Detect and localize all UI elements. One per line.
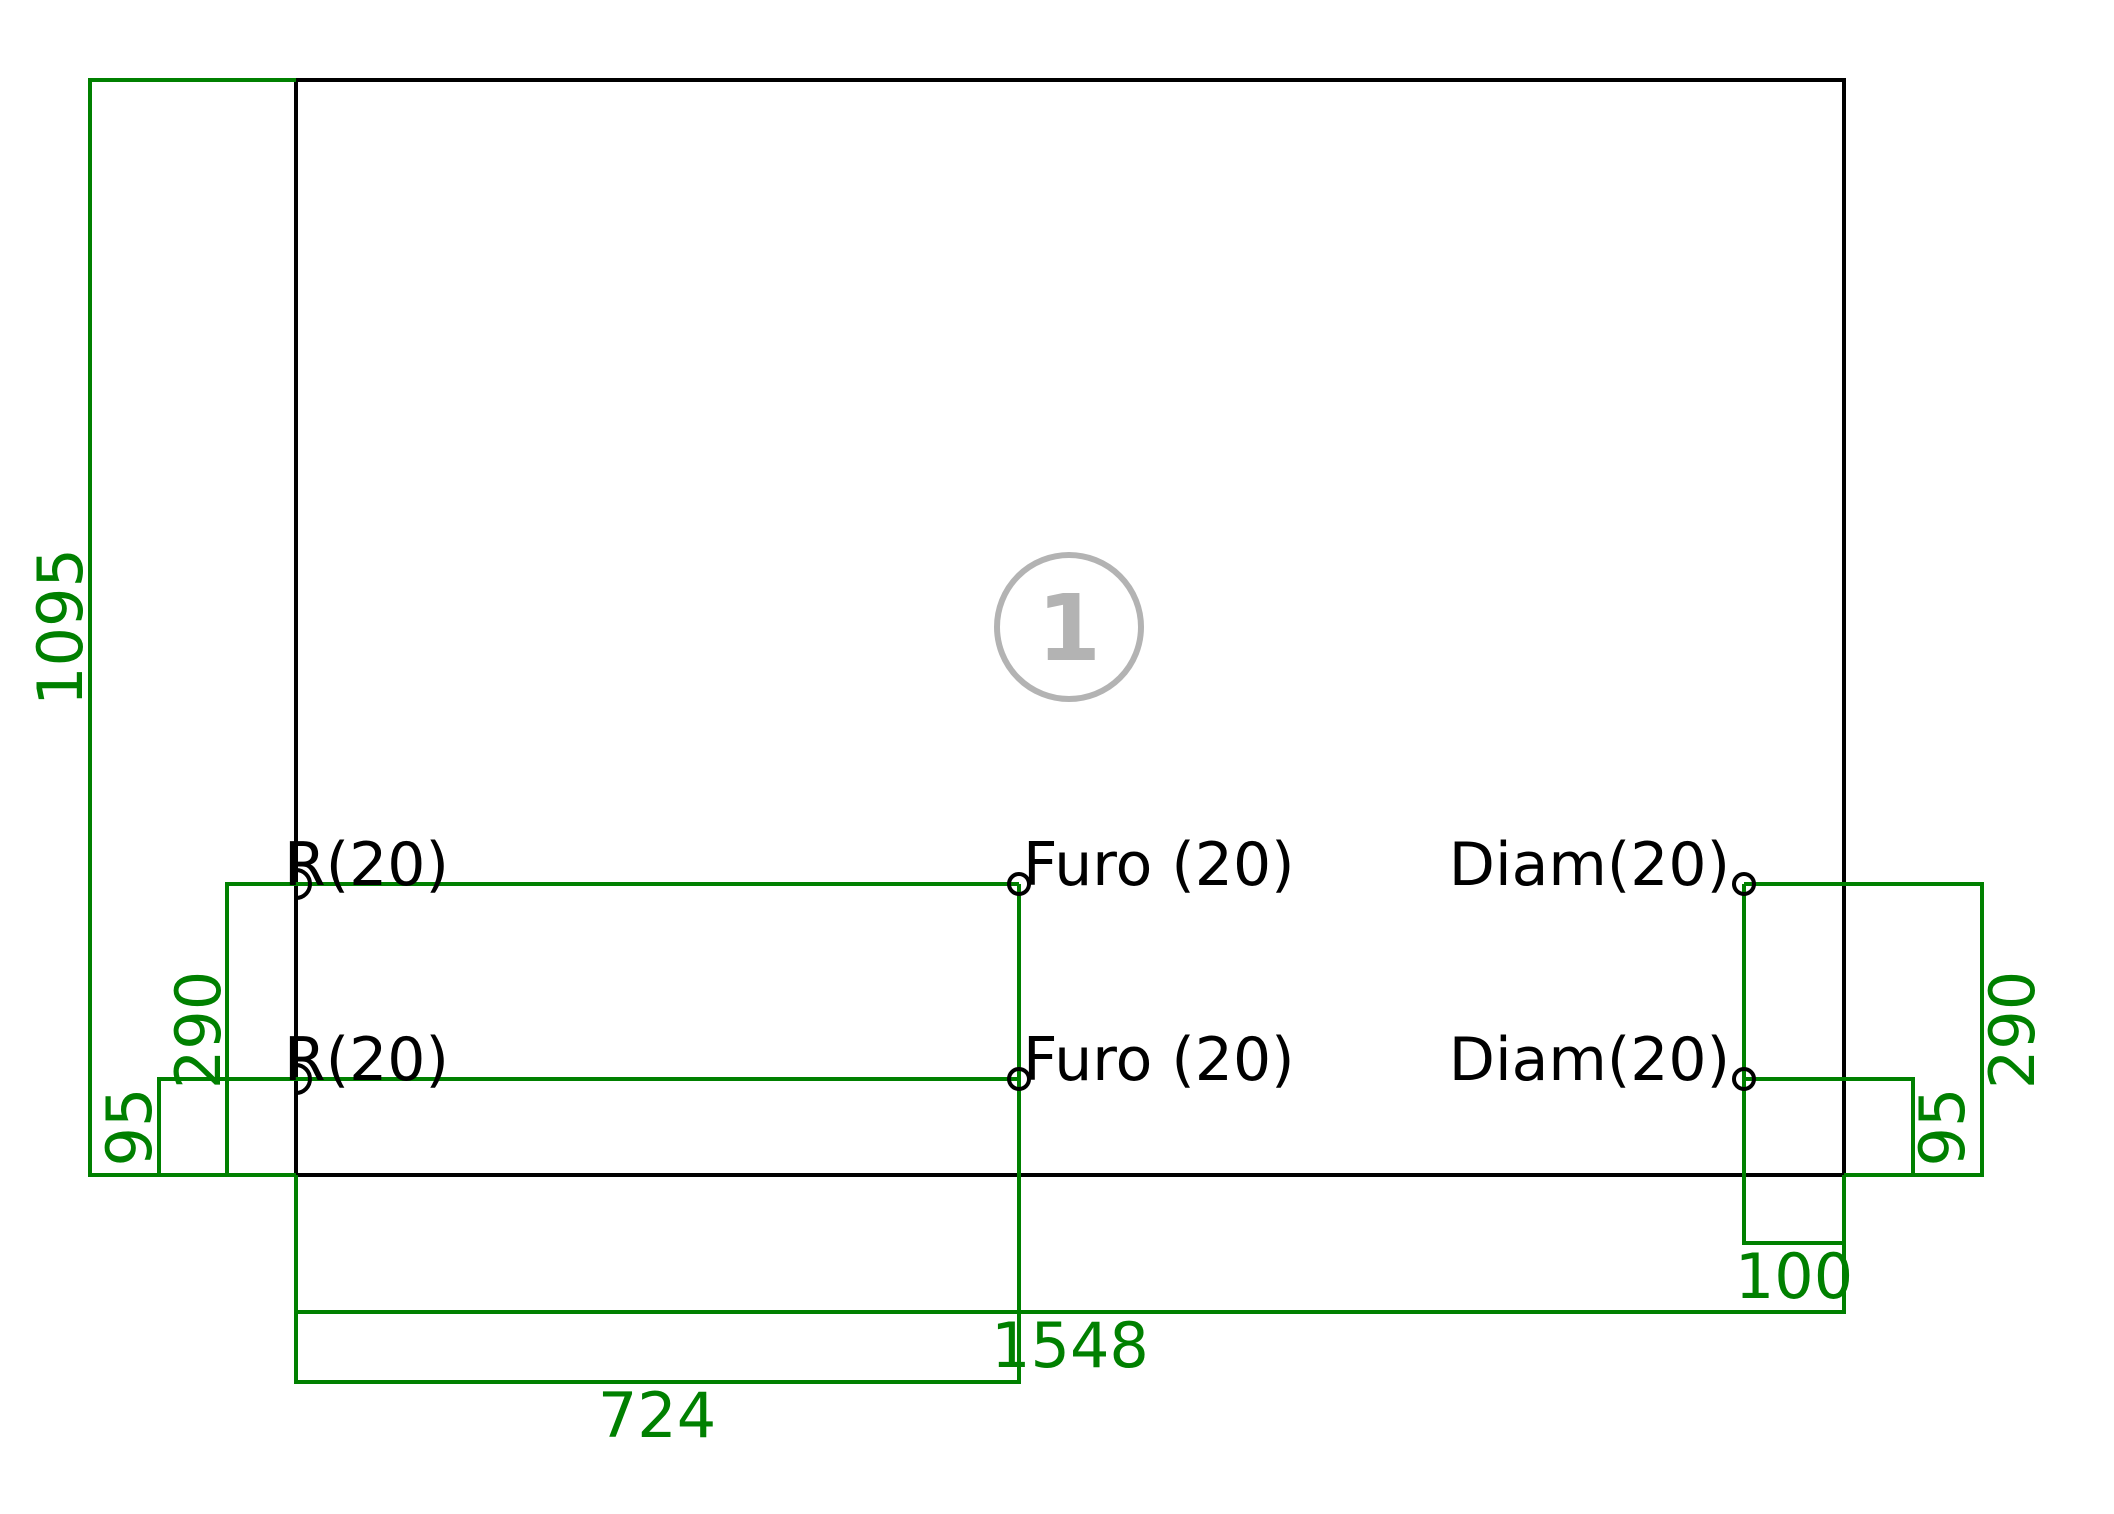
- left-lower-row-dimension: 95: [93, 1077, 1019, 1177]
- radius-label-lower: R(20): [284, 1025, 449, 1095]
- diam-feature-lower: Diam(20): [1449, 1025, 1756, 1095]
- hole-offset-label: 724: [598, 1379, 716, 1452]
- overall-width-label: 1548: [991, 1309, 1149, 1382]
- diam-circle-lower: [1732, 1067, 1756, 1091]
- diam-inset-dimension: 100: [1735, 884, 1853, 1313]
- radius-arc-upper: [295, 868, 312, 900]
- hole-label-lower: Furo (20): [1023, 1025, 1295, 1095]
- hole-label-upper: Furo (20): [1023, 830, 1295, 900]
- right-upper-row-label: 290: [1976, 971, 2049, 1089]
- hole-offset-dimension: 724: [294, 884, 1021, 1452]
- hole-circle-lower: [1007, 1067, 1031, 1091]
- radius-arc-lower: [295, 1063, 312, 1095]
- overall-width-dimension: 1548: [294, 1175, 1846, 1382]
- diam-inset-label: 100: [1735, 1240, 1853, 1313]
- diam-label-upper: Diam(20): [1449, 830, 1730, 900]
- diam-label-lower: Diam(20): [1449, 1025, 1730, 1095]
- hole-circle-upper: [1007, 872, 1031, 896]
- left-lower-row-label: 95: [93, 1088, 166, 1167]
- right-upper-row-dimension: 290: [1744, 882, 2049, 1177]
- part-number: 1: [1037, 575, 1101, 682]
- hole-feature-upper: Furo (20): [1007, 830, 1295, 900]
- diam-feature-upper: Diam(20): [1449, 830, 1756, 900]
- hole-feature-lower: Furo (20): [1007, 1025, 1295, 1095]
- diam-circle-upper: [1732, 872, 1756, 896]
- right-lower-row-label: 95: [1906, 1088, 1979, 1167]
- part-number-marker: 1: [994, 552, 1144, 702]
- left-upper-row-dimension: 290: [162, 882, 1019, 1177]
- part-outline: [294, 78, 1846, 1177]
- radius-feature-upper: R(20): [284, 830, 449, 900]
- left-upper-row-label: 290: [162, 971, 235, 1089]
- radius-label-upper: R(20): [284, 830, 449, 900]
- right-lower-row-dimension: 95: [1744, 1077, 1979, 1175]
- overall-height-label: 1095: [24, 548, 97, 706]
- part-number-circle: [994, 552, 1144, 702]
- radius-feature-lower: R(20): [284, 1025, 449, 1095]
- overall-height-dimension: 1095: [24, 78, 296, 1177]
